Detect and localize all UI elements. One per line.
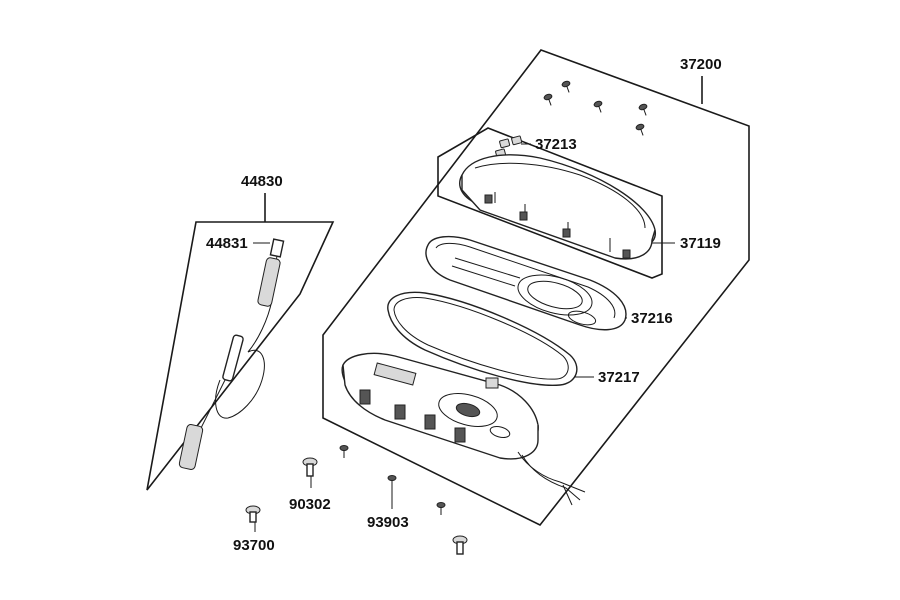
meter-cover-part xyxy=(459,154,656,260)
meter-assembly-outline xyxy=(322,49,750,527)
callout-37200: 37200 xyxy=(680,56,722,73)
clip-icon xyxy=(495,135,523,159)
screw-icon xyxy=(561,80,571,93)
bolt-icon xyxy=(245,505,261,523)
leader-lines xyxy=(253,76,703,532)
top-screws xyxy=(543,80,648,136)
callout-37119: 37119 xyxy=(680,235,721,252)
callout-44830: 44830 xyxy=(241,173,283,190)
screw-icon xyxy=(543,93,553,106)
screw-icon xyxy=(436,502,446,515)
callout-93700: 93700 xyxy=(233,537,275,554)
speedo-cable-part xyxy=(178,238,285,470)
bolt-icon xyxy=(452,535,468,555)
meter-cover-outline xyxy=(437,127,663,279)
screw-icon xyxy=(635,123,645,136)
bolt-icon xyxy=(302,457,318,477)
callout-37213: 37213 xyxy=(535,136,577,153)
screw-icon xyxy=(387,475,397,488)
callout-37217: 37217 xyxy=(598,369,640,386)
meter-seal-part xyxy=(387,291,578,387)
meter-body-part xyxy=(341,352,586,506)
meter-panel-part xyxy=(425,235,627,331)
speedo-cable-outline xyxy=(146,221,335,491)
callout-37216: 37216 xyxy=(631,310,673,327)
screw-icon xyxy=(339,445,349,458)
callout-44831: 44831 xyxy=(206,235,248,252)
callout-90302: 90302 xyxy=(289,496,331,513)
loose-fasteners xyxy=(245,445,468,555)
callout-93903: 93903 xyxy=(367,514,409,531)
screw-icon xyxy=(593,100,603,113)
screw-icon xyxy=(638,103,648,116)
